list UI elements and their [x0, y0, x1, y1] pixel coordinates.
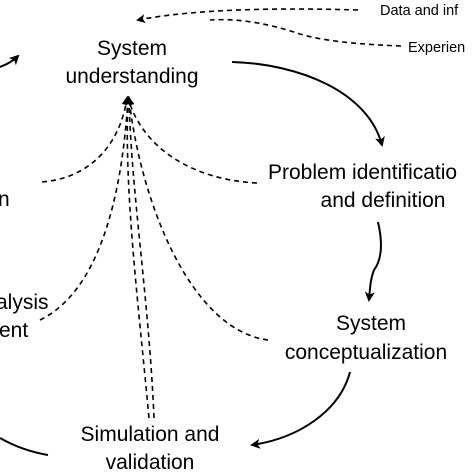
- system-conceptualization-line2: conceptualization: [285, 341, 447, 364]
- left-upper-line1: n: [0, 188, 10, 211]
- node-left-upper-partial: n: [0, 188, 10, 211]
- system-understanding-line1: System: [97, 37, 167, 60]
- dashed-problem-feedback: [125, 96, 258, 184]
- node-problem-identification: Problem identificatio and definition: [268, 161, 457, 212]
- arrow-problem-to-conceptualization: [364, 221, 382, 302]
- input-data-and-information: Data and inf: [380, 3, 459, 19]
- problem-identification-line2: and definition: [321, 189, 446, 212]
- simulation-validation-line2: validation: [106, 451, 195, 474]
- node-system-understanding: System understanding: [65, 37, 198, 88]
- dashed-left-upper-feedback: [41, 96, 131, 183]
- dashed-simulation-feedback-left: [123, 96, 150, 419]
- arrow-understanding-to-problem: [231, 61, 385, 147]
- dashed-simulation-feedback-right: [124, 96, 155, 419]
- node-system-conceptualization: System conceptualization: [285, 312, 447, 364]
- simulation-validation-line1: Simulation and: [81, 423, 220, 446]
- arrow-simulation-to-left-partial: [0, 437, 49, 456]
- left-middle-line2: ent: [0, 319, 28, 342]
- dashed-experience-to-understanding: [209, 18, 402, 47]
- dashed-left-middle-feedback: [39, 96, 133, 321]
- left-middle-line1: alysis: [0, 291, 49, 314]
- node-left-middle-partial: alysis ent: [0, 291, 49, 342]
- input-experience: Experien: [408, 40, 465, 56]
- arrow-conceptualization-to-simulation: [250, 371, 351, 449]
- system-understanding-line2: understanding: [65, 65, 198, 88]
- dashed-conceptualization-feedback: [125, 96, 269, 341]
- dashed-data-to-understanding: [136, 8, 359, 24]
- node-simulation-validation: Simulation and validation: [81, 423, 220, 474]
- system-conceptualization-line1: System: [336, 312, 406, 335]
- problem-identification-line1: Problem identificatio: [268, 161, 457, 184]
- arrow-left-to-understanding-partial: [0, 54, 20, 68]
